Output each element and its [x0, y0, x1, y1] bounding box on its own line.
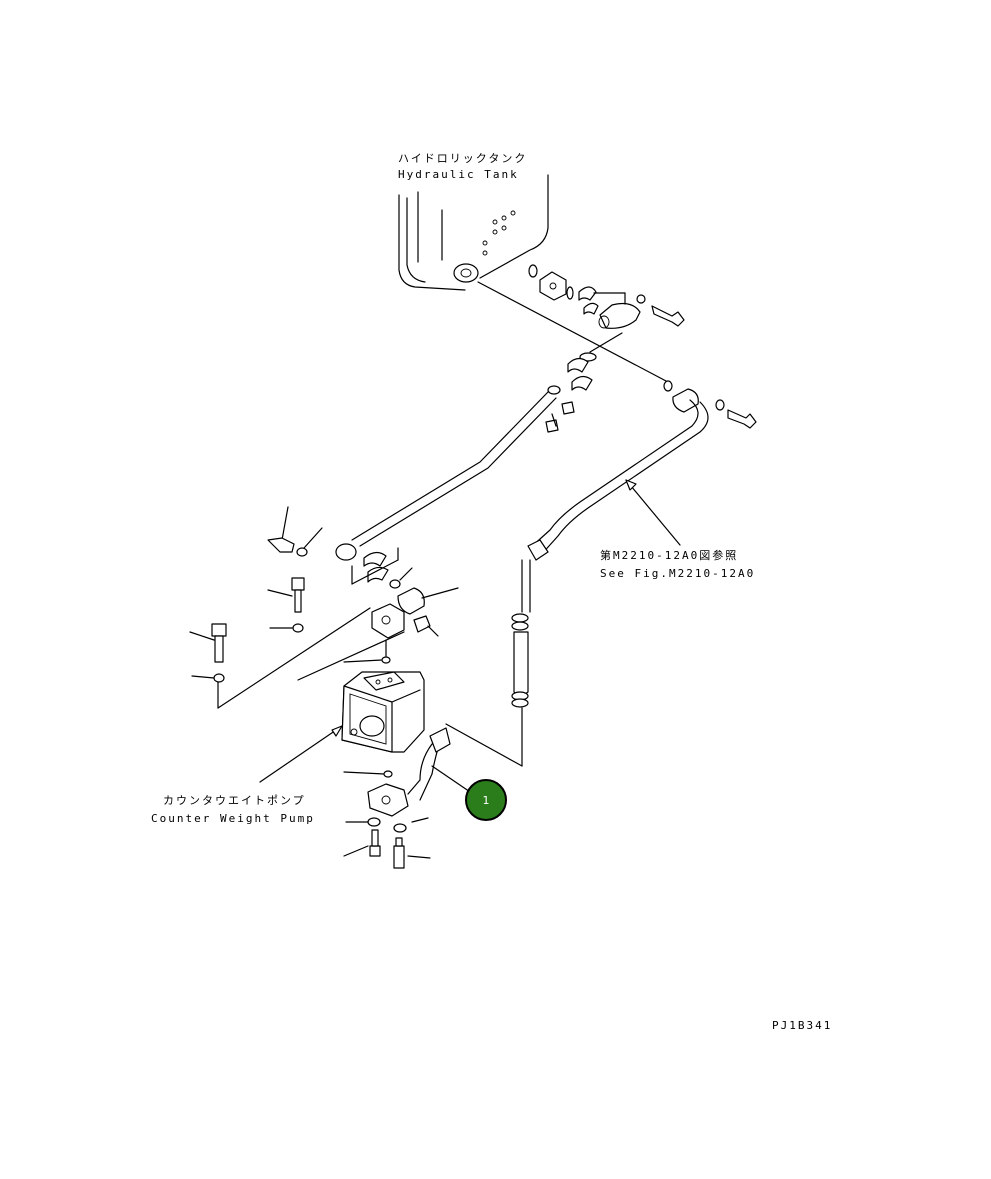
- left-fittings: [189, 506, 459, 709]
- callout-1[interactable]: 1: [465, 779, 507, 821]
- see-fig-label-en: See Fig.M2210-12A0: [600, 567, 755, 580]
- return-tube: [335, 385, 575, 561]
- suction-connection-upper: [567, 332, 757, 429]
- pump-suction-elbow: [343, 727, 477, 869]
- suction-hose: [445, 399, 709, 767]
- pump-label-en: Counter Weight Pump: [151, 812, 315, 825]
- counter-weight-pump: [259, 671, 425, 783]
- callout-1-circle[interactable]: [465, 779, 507, 821]
- see-fig-leader: [625, 479, 681, 546]
- see-fig-label-jp: 第M2210-12A0図参照: [600, 548, 738, 562]
- hydraulic-tank: [398, 174, 549, 291]
- hydraulic-tank-label-en: Hydraulic Tank: [398, 168, 519, 181]
- callout-1-number: 1: [483, 794, 490, 807]
- tank-outlet-fittings: [477, 264, 685, 383]
- pump-label-jp: カウンタウエイトポンプ: [163, 794, 306, 807]
- drawing-number: PJ1B341: [772, 1019, 832, 1032]
- hydraulic-tank-label-jp: ハイドロリックタンク: [398, 152, 527, 165]
